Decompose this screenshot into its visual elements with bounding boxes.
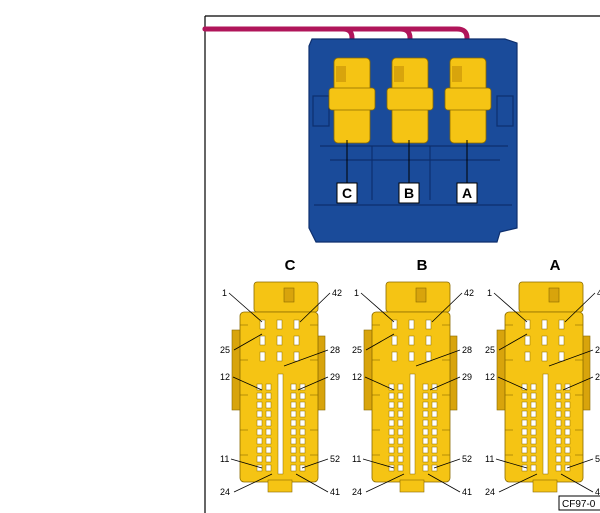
connector-a-pin-1: 1 <box>487 288 492 298</box>
connector-a-leader-p29 <box>562 376 594 391</box>
plug-tag-b-label: B <box>404 185 414 201</box>
connector-c-leader-p25 <box>233 333 263 351</box>
connector-b: B 1 42 25 28 12 29 11 52 24 41 <box>352 257 474 497</box>
connector-c-leader-p11 <box>230 458 263 469</box>
connector-b-pin-12: 12 <box>352 372 362 382</box>
wire-a <box>202 26 470 65</box>
connector-a-pin-25: 25 <box>485 345 495 355</box>
connector-b-pin-24: 24 <box>352 487 362 497</box>
connector-b-pin-28: 28 <box>462 345 472 355</box>
connector-c-leader-p1 <box>228 292 263 323</box>
connector-b-leader-p24 <box>365 473 405 493</box>
connector-a-leader-p11 <box>495 458 528 469</box>
connector-b-pin-11: 11 <box>352 454 361 464</box>
connector-c-leader-p41 <box>295 473 329 493</box>
connector-b-leader-p52 <box>433 458 461 469</box>
connector-c-leader-p29 <box>297 376 329 391</box>
connector-b-body <box>363 281 458 493</box>
connector-b-pin-29: 29 <box>462 372 472 382</box>
connector-b-leader-p41 <box>427 473 461 493</box>
connector-b-leader-p1 <box>360 292 395 323</box>
connector-c-leader-p12 <box>232 376 263 391</box>
connector-c-pin-28: 28 <box>330 345 340 355</box>
connector-c-pin-52: 52 <box>330 454 340 464</box>
connector-c-pin-24: 24 <box>220 487 230 497</box>
connector-b-pin-42: 42 <box>464 288 474 298</box>
connector-c-pin-29: 29 <box>330 372 340 382</box>
connector-b-leader-p11 <box>362 458 395 469</box>
connector-a-pin-41: 4 <box>595 487 600 497</box>
connector-c-pin-11: 11 <box>220 454 229 464</box>
connector-a-title: A <box>550 257 561 274</box>
connector-c-pin-1: 1 <box>222 288 227 298</box>
connector-b-pin-25: 25 <box>352 345 362 355</box>
connector-c-pin-41: 41 <box>330 487 340 497</box>
plug-tag-b: B <box>398 182 420 204</box>
connector-c-leader-p42 <box>299 292 331 323</box>
connector-a-leader-p24 <box>498 473 538 493</box>
plug-tag-a: A <box>456 182 478 204</box>
connector-a-body <box>496 281 591 493</box>
connector-c-body <box>231 281 326 493</box>
connector-a-pin-28: 2 <box>595 345 600 355</box>
connector-a-leader-p12 <box>497 376 528 391</box>
figure-code-label: CF97-0 <box>562 499 596 510</box>
plug-leaders <box>346 140 468 183</box>
plug-a <box>444 57 492 144</box>
connector-b-pin-52: 52 <box>462 454 472 464</box>
control-unit-top-view: C B A <box>202 26 518 243</box>
connector-a-leader-p42 <box>564 292 596 323</box>
connector-a-pin-12: 12 <box>485 372 495 382</box>
connector-a-leader-p25 <box>498 333 528 351</box>
connector-b-pin-41: 41 <box>462 487 472 497</box>
connector-c-leader-p28 <box>283 349 329 367</box>
connector-a: A 1 4 25 2 12 2 11 5 24 4 <box>485 257 600 497</box>
plug-tag-c: C <box>336 182 358 204</box>
connector-c-title: C <box>285 257 296 274</box>
connector-b-leader-p12 <box>364 376 395 391</box>
connector-a-pin-24: 24 <box>485 487 495 497</box>
connector-c-leader-p52 <box>301 458 329 469</box>
plug-b <box>386 57 434 144</box>
plug-c <box>328 57 376 144</box>
connector-c-leader-p24 <box>233 473 273 493</box>
connector-b-leader-p29 <box>429 376 461 391</box>
connector-a-pin-29: 2 <box>595 372 600 382</box>
connector-a-leader-p52 <box>566 458 594 469</box>
connector-c: C 1 42 25 28 12 29 11 52 24 41 <box>220 257 342 497</box>
connector-a-leader-p28 <box>548 349 594 367</box>
connector-b-leader-p42 <box>431 292 463 323</box>
wire-harness <box>202 26 470 65</box>
connector-b-leader-p28 <box>415 349 461 367</box>
connector-a-pin-52: 5 <box>595 454 600 464</box>
connector-c-pin-25: 25 <box>220 345 230 355</box>
connector-c-pin-12: 12 <box>220 372 230 382</box>
housing-details <box>312 95 514 206</box>
connector-a-leader-p41 <box>560 473 594 493</box>
figure-code: CF97-0 <box>558 495 600 511</box>
connector-b-leader-p25 <box>365 333 395 351</box>
connector-a-leader-p1 <box>493 292 528 323</box>
plug-tag-a-label: A <box>462 185 472 201</box>
connector-a-pin-11: 11 <box>485 454 494 464</box>
connector-b-title: B <box>417 257 428 274</box>
connector-a-pin-42: 4 <box>597 288 600 298</box>
connector-b-pin-1: 1 <box>354 288 359 298</box>
plug-tag-c-label: C <box>342 185 352 201</box>
connector-c-pin-42: 42 <box>332 288 342 298</box>
